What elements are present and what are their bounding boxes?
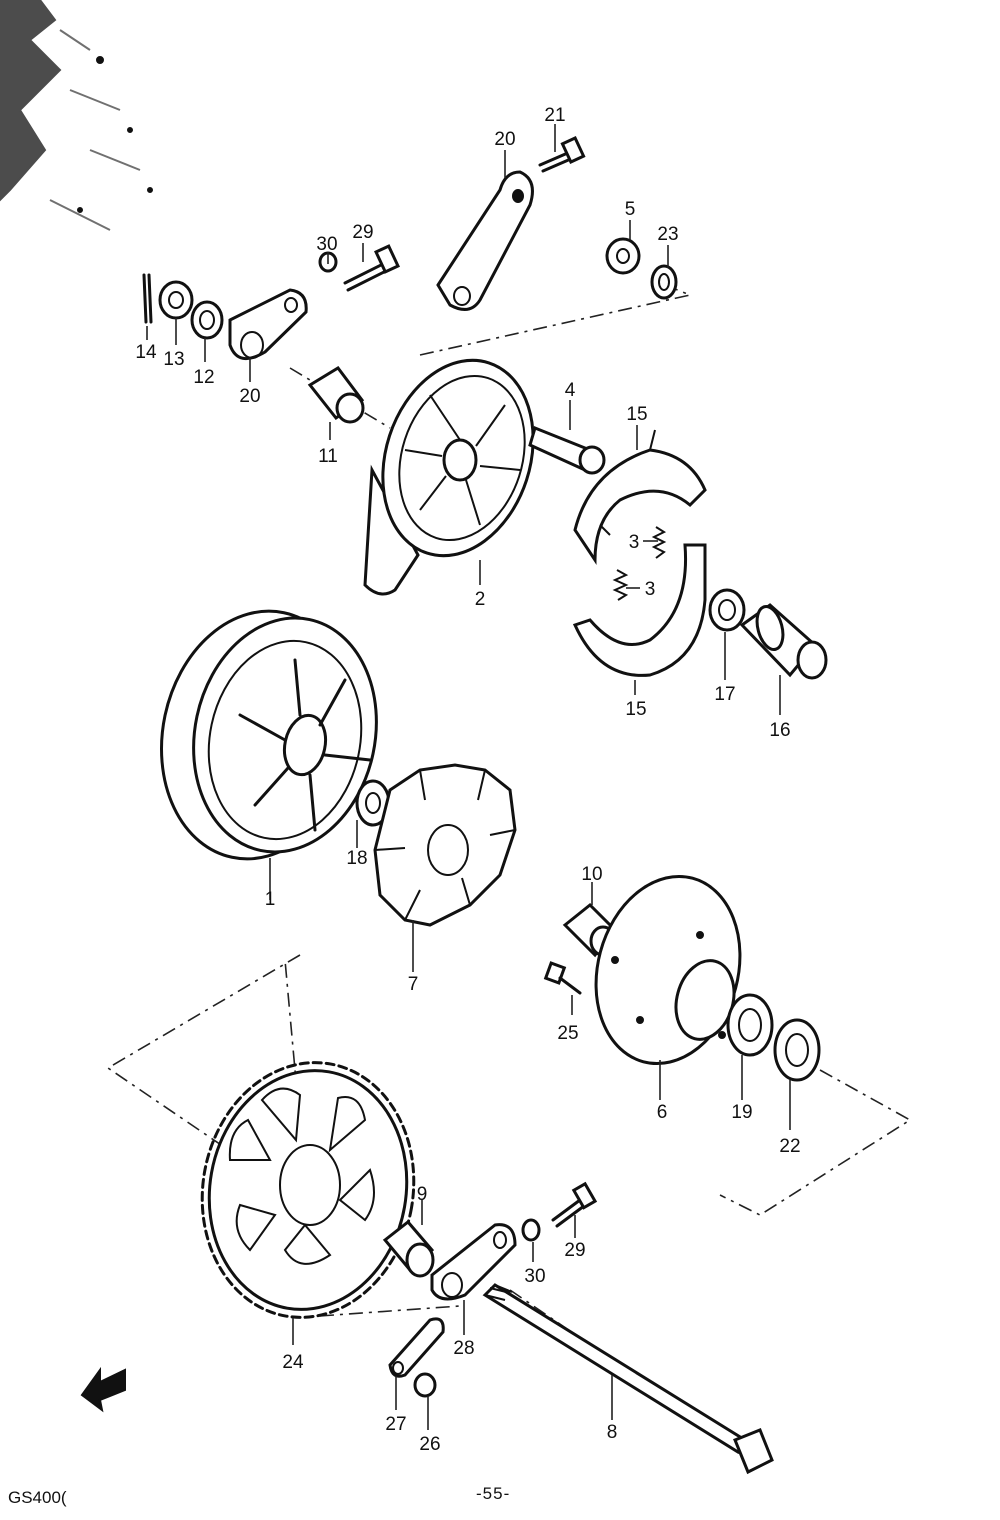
scan-noise [0, 0, 153, 231]
front-arrow-icon [80, 1366, 126, 1413]
label-23: 23 [657, 224, 678, 245]
part-13-nut [158, 280, 194, 320]
part-4-brake-cam [528, 425, 606, 475]
label-18: 18 [346, 848, 367, 869]
part-9-spacer [382, 1219, 435, 1278]
label-21: 21 [544, 105, 565, 126]
part-2-brake-panel [363, 358, 535, 596]
label-6: 6 [657, 1102, 668, 1123]
label-3-lower: 3 [645, 579, 656, 600]
part-5-washer [605, 237, 641, 275]
part-27-lock-plate [388, 1317, 445, 1378]
label-27: 27 [385, 1414, 406, 1435]
label-15-upper: 15 [626, 404, 647, 425]
label-14: 14 [135, 342, 157, 363]
label-13: 13 [163, 349, 184, 370]
leader-lines [146, 124, 791, 1430]
label-16: 16 [769, 720, 790, 741]
label-15-lower: 15 [625, 699, 646, 720]
part-7-damper [373, 763, 517, 927]
part-15-brake-shoes [572, 429, 707, 677]
label-25: 25 [557, 1023, 578, 1044]
part-19-bearing [726, 993, 774, 1057]
part-number-labels: 14 13 12 20 11 30 29 20 21 5 23 4 15 2 3… [135, 105, 800, 1455]
guide-line-lower-right [719, 1069, 912, 1216]
page-number: -55- [476, 1484, 511, 1503]
label-2: 2 [475, 589, 486, 610]
label-20-lower: 20 [239, 386, 260, 407]
part-29-bolt-upper [343, 244, 400, 292]
part-26-nut [413, 1372, 437, 1398]
part-22-oil-seal [773, 1018, 821, 1082]
label-17: 17 [714, 684, 735, 705]
part-1-wheel [160, 609, 378, 861]
label-10: 10 [581, 864, 602, 885]
part-28-chain-adjuster [430, 1223, 517, 1301]
label-5: 5 [625, 199, 636, 220]
part-6-sprocket-drum [594, 874, 742, 1066]
label-22: 22 [779, 1136, 800, 1157]
part-14-cotter-pin [142, 273, 153, 324]
part-3-spring-lower [612, 569, 629, 601]
label-28: 28 [453, 1338, 474, 1359]
label-30-upper: 30 [316, 234, 337, 255]
label-20-upper: 20 [494, 129, 515, 150]
part-30-nut-lower [521, 1218, 541, 1242]
part-24-sprocket [200, 1061, 416, 1319]
model-code: GS400( [8, 1488, 67, 1507]
part-3-spring-upper [651, 526, 667, 559]
part-23-washer [650, 264, 678, 300]
label-1: 1 [265, 889, 276, 910]
part-18-bearing [355, 779, 391, 827]
part-29-bolt-lower [551, 1181, 598, 1228]
label-3-upper: 3 [629, 532, 640, 553]
label-4: 4 [565, 380, 576, 401]
part-8-axle [482, 1283, 774, 1475]
label-29-upper: 29 [352, 222, 373, 243]
part-20-torque-arm [436, 170, 534, 311]
part-21-bolt [538, 135, 586, 173]
label-29-lower: 29 [564, 1240, 585, 1261]
label-11: 11 [318, 446, 338, 467]
label-9: 9 [417, 1184, 428, 1205]
guide-line-lower-left [106, 954, 301, 1169]
label-7: 7 [408, 974, 419, 995]
part-25-bolt [543, 961, 582, 995]
label-12: 12 [193, 367, 214, 388]
label-24: 24 [282, 1352, 304, 1373]
part-17-bearing [708, 588, 746, 632]
part-11-spacer [307, 366, 365, 424]
label-19: 19 [731, 1102, 752, 1123]
label-30-lower: 30 [524, 1266, 545, 1287]
part-16-sleeve [739, 603, 828, 680]
label-8: 8 [607, 1422, 618, 1443]
part-12-washer [190, 300, 224, 340]
label-26: 26 [419, 1434, 440, 1455]
part-20-bracket-lower [228, 288, 308, 361]
